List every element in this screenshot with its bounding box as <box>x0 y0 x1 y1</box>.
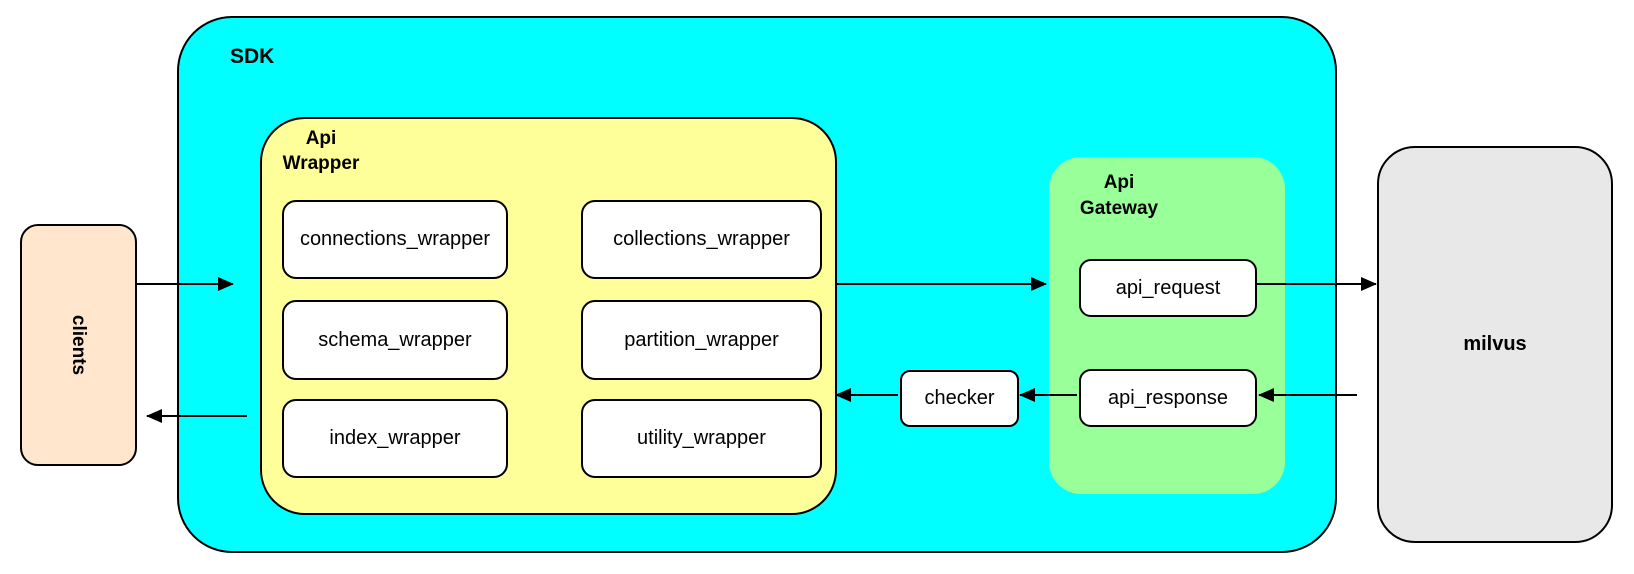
api-gateway-label: Api Gateway <box>1079 172 1159 219</box>
arrow-request-to-milvus <box>1255 277 1377 291</box>
api-gateway-container: Api Gateway api_request api_response <box>1049 157 1285 494</box>
schema-wrapper-box: schema_wrapper <box>282 300 508 380</box>
collections-wrapper-box: collections_wrapper <box>581 200 822 279</box>
arrow-response-to-checker <box>1019 388 1077 402</box>
clients-label: clients <box>68 314 90 376</box>
milvus-box: milvus <box>1377 146 1613 543</box>
arrow-wrapper-to-gateway <box>835 277 1047 291</box>
checker-box: checker <box>900 370 1019 427</box>
index-wrapper-box: index_wrapper <box>282 399 508 478</box>
arrow-checker-to-wrapper <box>835 388 898 402</box>
partition-wrapper-box: partition_wrapper <box>581 300 822 380</box>
arrow-wrapper-to-clients <box>146 409 247 423</box>
connections-wrapper-box: connections_wrapper <box>282 200 508 279</box>
clients-box: clients <box>20 224 137 466</box>
api-wrapper-label: Api Wrapper <box>282 128 360 174</box>
api-request-box: api_request <box>1079 259 1257 317</box>
api-wrapper-container: Api Wrapper connections_wrapper schema_w… <box>260 117 837 515</box>
arrow-clients-to-sdk <box>137 277 234 291</box>
api-response-box: api_response <box>1079 369 1257 427</box>
sdk-label: SDK <box>230 45 275 68</box>
utility-wrapper-box: utility_wrapper <box>581 399 822 478</box>
arrow-milvus-to-response <box>1258 388 1357 402</box>
sdk-container: SDK Api Wrapper connections_wrapper sche… <box>177 16 1337 553</box>
